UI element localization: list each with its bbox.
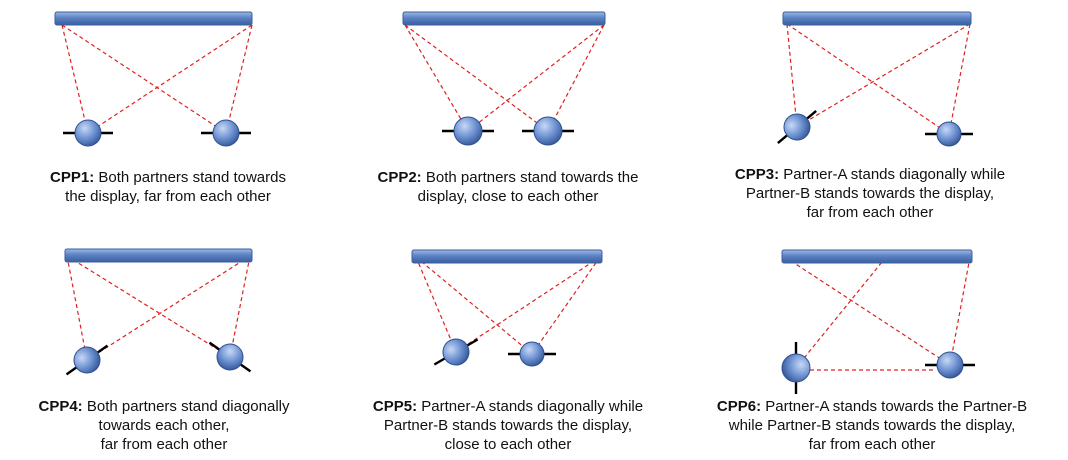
head-circle — [442, 338, 470, 366]
display-bar — [402, 11, 606, 26]
caption-text: far from each other — [808, 436, 936, 453]
head-circle — [936, 351, 964, 379]
display-bar — [411, 249, 603, 264]
sightline — [531, 256, 601, 355]
caption-text: towards each other, — [98, 417, 230, 434]
sightline — [87, 24, 253, 134]
caption-text: Both partners stand diagonally — [86, 398, 290, 415]
panel-cpp4-diagram — [64, 248, 253, 376]
sightline — [784, 256, 951, 366]
caption-text: Partner-A stands diagonally while — [783, 166, 1006, 183]
partner-a — [433, 338, 479, 366]
sightline — [455, 256, 601, 353]
sightline — [225, 24, 253, 134]
caption-label: CPP5: — [372, 398, 418, 415]
caption-cpp3: CPP3: Partner-A stands diagonally while … — [700, 165, 1040, 222]
sightline — [415, 256, 457, 353]
head-circle — [216, 343, 244, 371]
caption-text: Partner-A stands diagonally while — [421, 398, 644, 415]
caption-cpp2: CPP2: Both partners stand towards the di… — [338, 168, 678, 206]
head-circle — [453, 116, 483, 146]
sightline — [415, 256, 533, 355]
display-bar — [64, 248, 253, 263]
head-circle — [533, 116, 563, 146]
sightline — [796, 23, 971, 128]
caption-text: Both partners stand towards — [98, 169, 286, 186]
sightline — [66, 255, 88, 361]
sightline — [61, 24, 89, 134]
sightline — [948, 23, 971, 135]
partner-b — [208, 341, 252, 373]
display-bar — [54, 11, 253, 26]
partner-a — [442, 116, 494, 146]
panel-cpp6-diagram — [781, 249, 975, 394]
caption-label: CPP6: — [716, 398, 762, 415]
sightline — [467, 24, 605, 132]
caption-text: display, close to each other — [417, 188, 599, 205]
head-circle — [781, 353, 811, 383]
display-bar — [781, 249, 973, 264]
sightline — [795, 256, 887, 369]
caption-label: CPP4: — [38, 398, 83, 415]
partner-a — [777, 110, 817, 144]
head-circle — [936, 121, 962, 147]
sightline — [404, 24, 469, 132]
head-circle — [783, 113, 811, 141]
sightline — [86, 255, 251, 361]
panel-cpp2-diagram — [402, 11, 606, 146]
head-circle — [519, 341, 545, 367]
caption-cpp4: CPP4: Both partners stand diagonally tow… — [0, 397, 334, 454]
caption-label: CPP3: — [734, 166, 780, 183]
partner-a — [65, 344, 109, 376]
panel-cpp1-diagram — [54, 11, 253, 147]
partner-b — [522, 116, 574, 146]
caption-text: Both partners stand towards the — [425, 169, 639, 186]
caption-label: CPP1: — [50, 169, 95, 186]
display-bar — [782, 11, 972, 26]
caption-cpp5: CPP5: Partner-A stands diagonally while … — [338, 397, 678, 454]
partner-b — [508, 341, 556, 367]
sightline — [229, 255, 251, 358]
partner-b — [201, 119, 251, 147]
panel-cpp3-diagram — [777, 11, 973, 147]
head-circle — [74, 119, 102, 147]
sightline — [66, 255, 231, 358]
caption-text: Partner-B stands towards the display, — [383, 417, 633, 434]
sightline — [786, 23, 798, 128]
sightline — [547, 24, 605, 132]
partner-a — [781, 342, 811, 394]
caption-cpp6: CPP6: Partner-A stands towards the Partn… — [682, 397, 1062, 454]
partner-b — [925, 121, 973, 147]
sightline — [404, 24, 549, 132]
caption-text: close to each other — [444, 436, 572, 453]
caption-label: CPP2: — [377, 169, 422, 186]
caption-text: far from each other — [806, 204, 934, 221]
partner-a — [63, 119, 113, 147]
head-circle — [73, 346, 101, 374]
caption-text: the display, far from each other — [65, 188, 271, 205]
caption-cpp1: CPP1: Both partners stand towards the di… — [0, 168, 338, 206]
caption-text: Partner-A stands towards the Partner-B — [765, 398, 1028, 415]
panel-cpp5-diagram — [411, 249, 603, 367]
sightline — [949, 256, 971, 366]
partner-b — [925, 351, 975, 379]
sightline — [61, 24, 227, 134]
caption-text: Partner-B stands towards the display, — [745, 185, 995, 202]
caption-text: while Partner-B stands towards the displ… — [728, 417, 1016, 434]
head-circle — [212, 119, 240, 147]
sightline — [786, 23, 950, 135]
caption-text: far from each other — [100, 436, 228, 453]
